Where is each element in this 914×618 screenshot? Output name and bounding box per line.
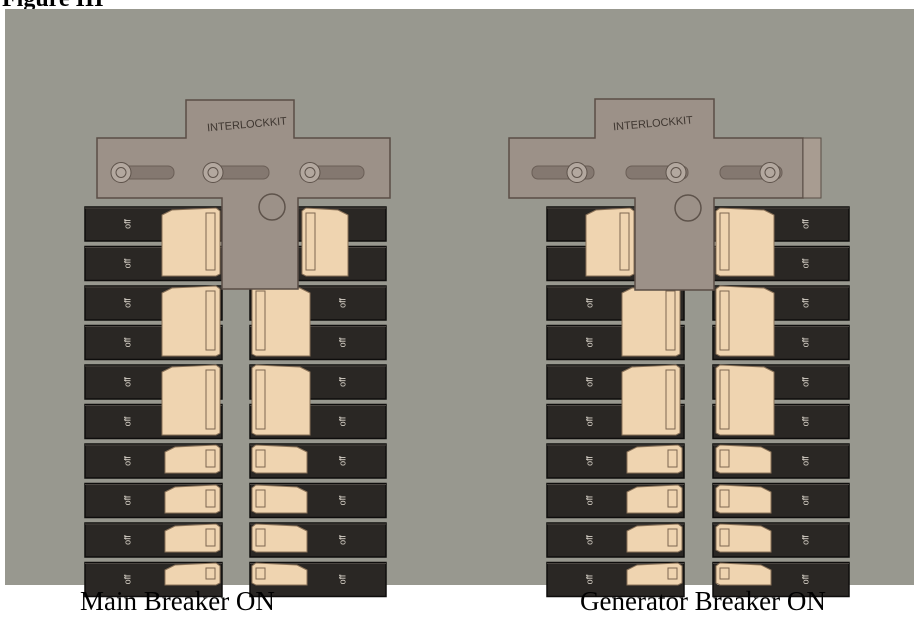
- breaker-off-label-1-8: off: [122, 495, 132, 505]
- breaker-off-label-1-6: off: [584, 416, 594, 426]
- breaker-handle-5: [161, 364, 221, 436]
- interlock-hole-icon: [258, 193, 286, 221]
- breaker-handle-12: [251, 523, 308, 553]
- breaker-handle-7: [164, 444, 221, 474]
- breaker-off-label-2-10: off: [337, 574, 347, 584]
- breaker-handle-2: [715, 207, 775, 277]
- breaker-off-label-1-4: off: [122, 337, 132, 347]
- interlock-plate: INTERLOCKKIT: [96, 99, 391, 290]
- breaker-off-label-2-1: off: [800, 219, 810, 229]
- breaker-off-label-1-3: off: [584, 298, 594, 308]
- breaker-handle-7: [626, 444, 683, 474]
- breaker-off-label-2-7: off: [337, 456, 347, 466]
- screw-icon-2: [665, 162, 687, 183]
- breaker-off-label-1-10: off: [122, 574, 132, 584]
- breaker-handle-6: [715, 364, 775, 436]
- breaker-off-label-1-1: off: [122, 219, 132, 229]
- breaker-handle-2: [301, 207, 349, 277]
- breaker-handle-9: [626, 484, 683, 514]
- breaker-handle-4: [715, 285, 775, 357]
- breaker-handle-9: [164, 484, 221, 514]
- breaker-off-label-2-9: off: [800, 535, 810, 545]
- breaker-off-label-1-3: off: [122, 298, 132, 308]
- caption-generator-breaker: Generator Breaker ON: [580, 586, 826, 616]
- breaker-off-label-2-3: off: [800, 298, 810, 308]
- breaker-handle-10: [251, 484, 308, 514]
- breaker-off-label-1-7: off: [584, 456, 594, 466]
- breaker-off-label-1-8: off: [584, 495, 594, 505]
- breaker-handle-11: [626, 523, 683, 553]
- breaker-handle-13: [164, 562, 221, 586]
- breaker-off-label-2-6: off: [800, 416, 810, 426]
- breaker-off-label-2-2: off: [800, 258, 810, 268]
- breaker-handle-8: [251, 444, 308, 474]
- screw-icon-3: [299, 162, 321, 183]
- breaker-panel-generator: offOnoffOnoffOnoffOnoffOnoffOnoffOnoffOn…: [508, 98, 850, 598]
- interlock-side-tab: [802, 137, 822, 199]
- breaker-handle-14: [251, 562, 308, 586]
- breaker-panel-main: offOnoffOnoffOnoffOnoffOnoffOnoffOnoffOn…: [84, 99, 391, 598]
- breaker-off-label-2-10: off: [800, 574, 810, 584]
- breaker-off-label-1-5: off: [122, 377, 132, 387]
- breaker-handle-12: [715, 523, 772, 553]
- breaker-off-label-2-8: off: [800, 495, 810, 505]
- breaker-off-label-1-10: off: [584, 574, 594, 584]
- breaker-handle-1: [585, 207, 635, 277]
- breaker-off-label-2-8: off: [337, 495, 347, 505]
- breaker-off-label-2-3: off: [337, 298, 347, 308]
- breaker-off-label-1-7: off: [122, 456, 132, 466]
- breaker-handle-14: [715, 562, 772, 586]
- caption-main-breaker: Main Breaker ON: [80, 586, 275, 616]
- breaker-handle-3: [621, 285, 681, 357]
- breaker-handle-4: [251, 285, 311, 357]
- breaker-off-label-1-9: off: [122, 535, 132, 545]
- screw-icon-2: [202, 162, 224, 183]
- breaker-handle-5: [621, 364, 681, 436]
- screw-icon-1: [110, 162, 132, 183]
- breaker-off-label-2-5: off: [800, 377, 810, 387]
- breaker-handle-1: [161, 207, 221, 277]
- interlock-hole-icon: [674, 194, 702, 222]
- breaker-handle-10: [715, 484, 772, 514]
- breaker-off-label-1-4: off: [584, 337, 594, 347]
- breaker-off-label-2-4: off: [800, 337, 810, 347]
- breaker-handle-13: [626, 562, 683, 586]
- breaker-off-label-1-6: off: [122, 416, 132, 426]
- screw-icon-1: [566, 162, 588, 183]
- breaker-off-label-2-9: off: [337, 535, 347, 545]
- breaker-handle-6: [251, 364, 311, 436]
- breaker-off-label-2-6: off: [337, 416, 347, 426]
- breaker-off-label-1-5: off: [584, 377, 594, 387]
- breaker-off-label-1-9: off: [584, 535, 594, 545]
- breaker-handle-11: [164, 523, 221, 553]
- breaker-handle-8: [715, 444, 772, 474]
- breaker-off-label-1-2: off: [122, 258, 132, 268]
- breaker-off-label-2-4: off: [337, 337, 347, 347]
- breaker-off-label-2-7: off: [800, 456, 810, 466]
- interlock-plate: INTERLOCKKIT: [508, 98, 822, 291]
- screw-icon-3: [759, 162, 781, 183]
- breaker-handle-3: [161, 285, 221, 357]
- breaker-off-label-2-5: off: [337, 377, 347, 387]
